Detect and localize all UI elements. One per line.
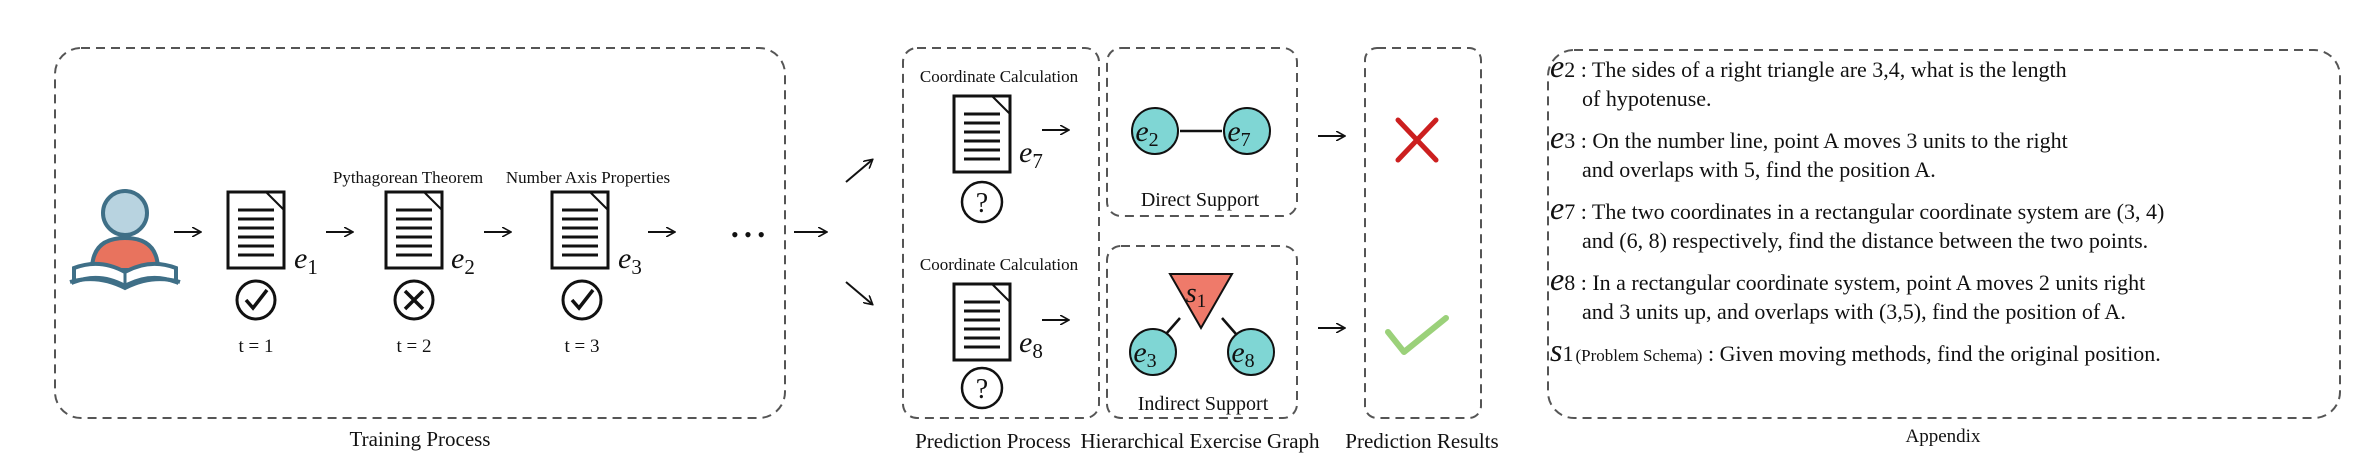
schema-node-s1: s1 <box>1168 273 1234 331</box>
check-circle-icon <box>561 279 603 321</box>
cross-icon <box>1395 117 1439 163</box>
exercise-e8-label: e8 <box>1019 326 1043 363</box>
cross-circle-icon <box>393 279 435 321</box>
appendix-line: : The two coordinates in a rectangular c… <box>1580 199 2165 224</box>
graph-panel-indirect <box>1106 245 1298 419</box>
appendix-symbol: e3 <box>1550 119 1576 155</box>
appendix-symbol: e7 <box>1550 190 1576 226</box>
svg-text:?: ? <box>976 188 988 219</box>
svg-text:?: ? <box>976 374 988 405</box>
results-panel <box>1364 47 1482 419</box>
appendix-line: : Given moving methods, find the origina… <box>1707 341 2161 366</box>
appendix-symbol: e2 <box>1550 48 1576 84</box>
direct-support-label: Direct Support <box>1141 189 1260 211</box>
prediction-panel <box>902 47 1100 419</box>
prediction-caption: Prediction Process <box>915 429 1071 453</box>
svg-text:e8: e8 <box>1231 336 1254 372</box>
time-step-1: t = 1 <box>239 336 274 357</box>
prediction-concept-bottom: Coordinate Calculation <box>920 255 1079 274</box>
exercise-e3-label: e3 <box>618 242 642 279</box>
appendix-item-e7: e7 : The two coordinates in a rectangula… <box>1550 190 2340 255</box>
exercise-e1-doc <box>226 190 286 270</box>
training-panel <box>54 47 786 419</box>
indirect-support-label: Indirect Support <box>1138 393 1269 415</box>
appendix-item-e3: e3 : On the number line, point A moves 3… <box>1550 119 2340 184</box>
exercise-e8-doc <box>952 282 1012 362</box>
appendix-schema-tag: (Problem Schema) <box>1575 346 1703 365</box>
graph-caption: Hierarchical Exercise Graph <box>1080 429 1320 453</box>
check-circle-icon <box>235 279 277 321</box>
appendix-line: : On the number line, point A moves 3 un… <box>1580 128 2068 153</box>
concept-label-e3: Number Axis Properties <box>506 168 670 187</box>
results-caption: Prediction Results <box>1345 429 1498 453</box>
appendix-line: : The sides of a right triangle are 3,4,… <box>1580 57 2067 82</box>
graph-node-e8: e8 <box>1227 328 1275 376</box>
exercise-e1-label: e1 <box>294 242 318 279</box>
prediction-concept-top: Coordinate Calculation <box>920 67 1079 86</box>
time-step-3: t = 3 <box>565 336 600 357</box>
question-circle-icon: ? <box>960 180 1004 224</box>
graph-node-e7: e7 <box>1223 107 1271 155</box>
svg-text:s1: s1 <box>1186 278 1206 312</box>
ellipsis: • • • <box>731 222 765 247</box>
appendix-symbol: e8 <box>1550 261 1576 297</box>
exercise-e3-doc <box>550 190 610 270</box>
appendix-line: and overlaps with 5, find the position A… <box>1582 157 1936 182</box>
training-caption: Training Process <box>350 427 491 451</box>
svg-text:e2: e2 <box>1135 115 1158 151</box>
edge-s1-e3 <box>1165 317 1181 335</box>
appendix-panel <box>1547 49 2341 419</box>
student-reading-icon <box>69 189 181 291</box>
graph-node-e2: e2 <box>1131 107 1179 155</box>
appendix-line: and (6, 8) respectively, find the distan… <box>1582 228 2149 253</box>
appendix-line: and 3 units up, and overlaps with (3,5),… <box>1582 299 2126 324</box>
arrow-up-diagonal <box>845 160 872 183</box>
graph-panel-direct <box>1106 47 1298 217</box>
appendix-item-s1: s1(Problem Schema) : Given moving method… <box>1550 332 2340 370</box>
appendix-line: : In a rectangular coordinate system, po… <box>1580 270 2146 295</box>
time-step-2: t = 2 <box>397 336 432 357</box>
check-icon <box>1385 315 1449 355</box>
appendix-item-e2: e2 : The sides of a right triangle are 3… <box>1550 48 2340 113</box>
appendix-item-e8: e8 : In a rectangular coordinate system,… <box>1550 261 2340 326</box>
concept-label-e2: Pythagorean Theorem <box>333 168 483 187</box>
appendix-symbol: s1 <box>1550 332 1574 368</box>
exercise-e2-doc <box>384 190 444 270</box>
exercise-e2-label: e2 <box>451 242 475 279</box>
edge-s1-e8 <box>1221 317 1237 335</box>
appendix-caption: Appendix <box>1906 426 1981 447</box>
arrow-down-diagonal <box>845 281 872 304</box>
graph-node-e3: e3 <box>1129 328 1177 376</box>
appendix-line: of hypotenuse. <box>1582 86 1712 111</box>
svg-text:e7: e7 <box>1227 115 1250 151</box>
appendix-list: e2 : The sides of a right triangle are 3… <box>1550 48 2340 380</box>
svg-text:e3: e3 <box>1133 336 1156 372</box>
exercise-e7-label: e7 <box>1019 136 1043 173</box>
question-circle-icon: ? <box>960 366 1004 410</box>
exercise-e7-doc <box>952 94 1012 174</box>
